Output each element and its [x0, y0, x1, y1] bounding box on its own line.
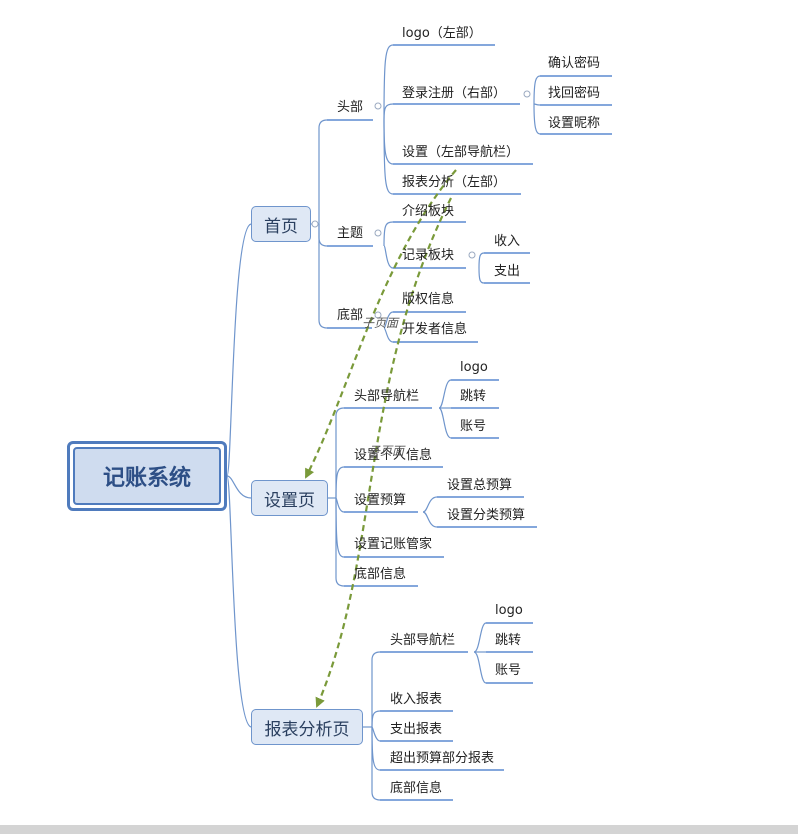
root-label: 记账系统: [73, 447, 221, 505]
node-set-nickname[interactable]: 设置昵称: [548, 116, 601, 131]
node-home-report[interactable]: 报表分析（左部）: [402, 175, 507, 190]
node-report-footer[interactable]: 底部信息: [390, 781, 443, 796]
node-expense-report[interactable]: 支出报表: [390, 722, 443, 737]
node-settings-jump[interactable]: 跳转: [460, 389, 487, 404]
node-category-budget[interactable]: 设置分类预算: [447, 508, 526, 523]
node-home-footer[interactable]: 底部: [337, 308, 364, 323]
relation-arrows: [305, 169, 457, 708]
node-settings-nav[interactable]: 头部导航栏: [354, 389, 420, 404]
relation-report-arrow: [315, 197, 452, 708]
node-home-theme[interactable]: 主题: [337, 226, 364, 241]
node-expense[interactable]: 支出: [494, 264, 521, 279]
node-income-report[interactable]: 收入报表: [390, 692, 443, 707]
node-find-password[interactable]: 找回密码: [548, 86, 601, 101]
node-settings-logo[interactable]: logo: [460, 360, 488, 375]
node-settings-account[interactable]: 账号: [460, 419, 487, 434]
node-report-jump[interactable]: 跳转: [495, 633, 522, 648]
main-node-settings-label: 设置页: [264, 490, 315, 511]
root-node[interactable]: 记账系统: [67, 441, 227, 511]
report-connectors: [363, 622, 487, 801]
collapse-markers: [311, 90, 531, 319]
node-settings-footer[interactable]: 底部信息: [354, 567, 407, 582]
main-node-settings[interactable]: 设置页: [251, 480, 328, 516]
node-confirm-password[interactable]: 确认密码: [548, 56, 601, 71]
node-home-logo[interactable]: logo（左部）: [402, 26, 482, 41]
node-home-header[interactable]: 头部: [337, 100, 364, 115]
node-copyright[interactable]: 版权信息: [402, 292, 455, 307]
relation-label-2: 子页面: [368, 444, 405, 458]
horizontal-scrollbar[interactable]: [0, 825, 798, 834]
node-home-settings[interactable]: 设置（左部导航栏）: [402, 145, 520, 160]
settings-connectors: [328, 379, 452, 587]
main-node-report-label: 报表分析页: [264, 719, 350, 740]
node-income[interactable]: 收入: [494, 234, 521, 249]
relation-label-1: 子页面: [362, 316, 399, 330]
node-report-account[interactable]: 账号: [495, 663, 522, 678]
node-underlines: [327, 44, 612, 801]
node-developer[interactable]: 开发者信息: [402, 322, 468, 337]
node-personal-info[interactable]: 设置个人信息: [354, 448, 433, 463]
home-connectors: [311, 44, 541, 343]
node-total-budget[interactable]: 设置总预算: [447, 478, 513, 493]
main-node-home-label: 首页: [264, 216, 298, 237]
relation-settings-arrow: [305, 169, 457, 479]
main-node-report[interactable]: 报表分析页: [251, 709, 363, 745]
node-set-budget[interactable]: 设置预算: [354, 493, 407, 508]
main-node-home[interactable]: 首页: [251, 206, 311, 242]
node-record-block[interactable]: 记录板块: [402, 248, 455, 263]
node-intro-block[interactable]: 介绍板块: [402, 204, 455, 219]
node-manager[interactable]: 设置记账管家: [354, 537, 433, 552]
node-home-login[interactable]: 登录注册（右部）: [402, 86, 507, 101]
node-report-logo[interactable]: logo: [495, 603, 523, 618]
node-over-budget-report[interactable]: 超出预算部分报表: [390, 751, 495, 766]
node-report-nav[interactable]: 头部导航栏: [390, 633, 456, 648]
root-connectors: [226, 223, 252, 728]
